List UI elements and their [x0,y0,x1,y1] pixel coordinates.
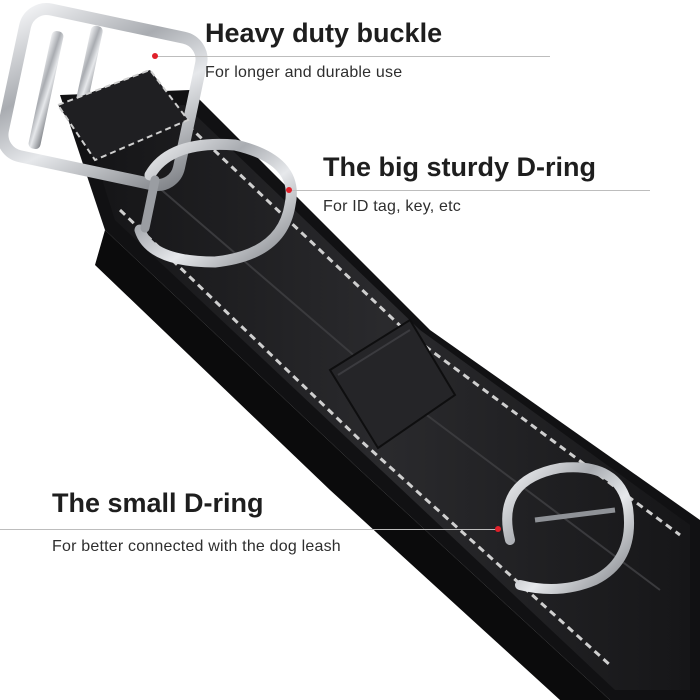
collar-padding [95,230,610,700]
callout-subtitle: For longer and durable use [205,64,403,81]
callout-rule [290,190,650,191]
callout-title: The small D-ring [52,488,264,518]
big-d-ring [134,138,297,268]
callout-subtitle: For better connected with the dog leash [52,538,341,555]
callout-title: The big sturdy D-ring [323,152,596,182]
small-d-ring [502,462,634,594]
strap-keeper [328,318,457,450]
buckle [0,3,208,191]
buckle-marker [152,53,158,59]
callout-subtitle: For ID tag, key, etc [323,198,461,215]
small-d-ring-marker [495,526,501,532]
callout-rule [0,529,500,530]
callout-rule [156,56,550,57]
callout-title: Heavy duty buckle [205,18,443,48]
big-d-ring-marker [286,187,292,193]
